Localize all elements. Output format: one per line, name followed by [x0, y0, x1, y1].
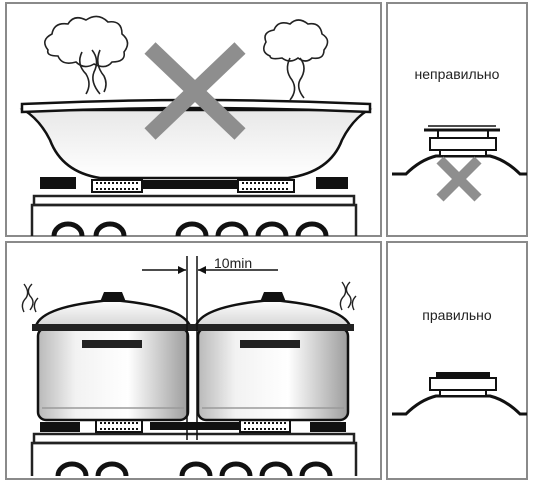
- dimension-marker: [142, 256, 278, 440]
- knobs-top: [51, 221, 329, 237]
- pot-right-lid: [194, 298, 352, 328]
- panel-top-right: [386, 2, 528, 237]
- burner-flat-icon: [392, 372, 527, 416]
- stove-bottom: [30, 419, 358, 477]
- pot-left-knob: [100, 292, 126, 302]
- big-cross-icon: [144, 42, 246, 140]
- steam-wisp-right-icon: [339, 281, 357, 311]
- stove-bottom-surface: [32, 432, 356, 445]
- burner-bottom-left: [95, 419, 143, 433]
- pot-left: [32, 292, 194, 422]
- small-cross-icon: [436, 156, 482, 202]
- pot-left-lid: [34, 298, 192, 328]
- burner-top-right: [237, 179, 295, 193]
- wide-pan: [19, 98, 373, 180]
- steam-right-icon: [262, 19, 329, 101]
- label-correct: правильно: [422, 307, 492, 323]
- burner-bottom-right: [239, 419, 291, 433]
- label-distance: 10min: [214, 255, 253, 271]
- wide-pan-body: [19, 108, 373, 180]
- pot-right-knob: [260, 292, 286, 302]
- wide-pan-rim: [20, 98, 372, 114]
- panel-top-left: [5, 2, 382, 237]
- panel-frames: [5, 2, 528, 480]
- stove-top: [30, 177, 358, 237]
- stove-bottom-body: [30, 441, 358, 476]
- panel-bottom-left: [5, 241, 382, 480]
- steam-wisp-left-icon: [21, 283, 39, 313]
- stove-top-body: [30, 203, 358, 236]
- knobs-bottom: [55, 461, 333, 477]
- panel-bottom-right: [386, 241, 528, 480]
- stove-top-surface: [32, 194, 356, 207]
- label-incorrect: неправильно: [414, 66, 500, 82]
- burner-raised-icon: [392, 125, 527, 176]
- burner-top-left: [91, 179, 143, 193]
- pot-right: [192, 292, 354, 422]
- steam-left-icon: [44, 15, 129, 95]
